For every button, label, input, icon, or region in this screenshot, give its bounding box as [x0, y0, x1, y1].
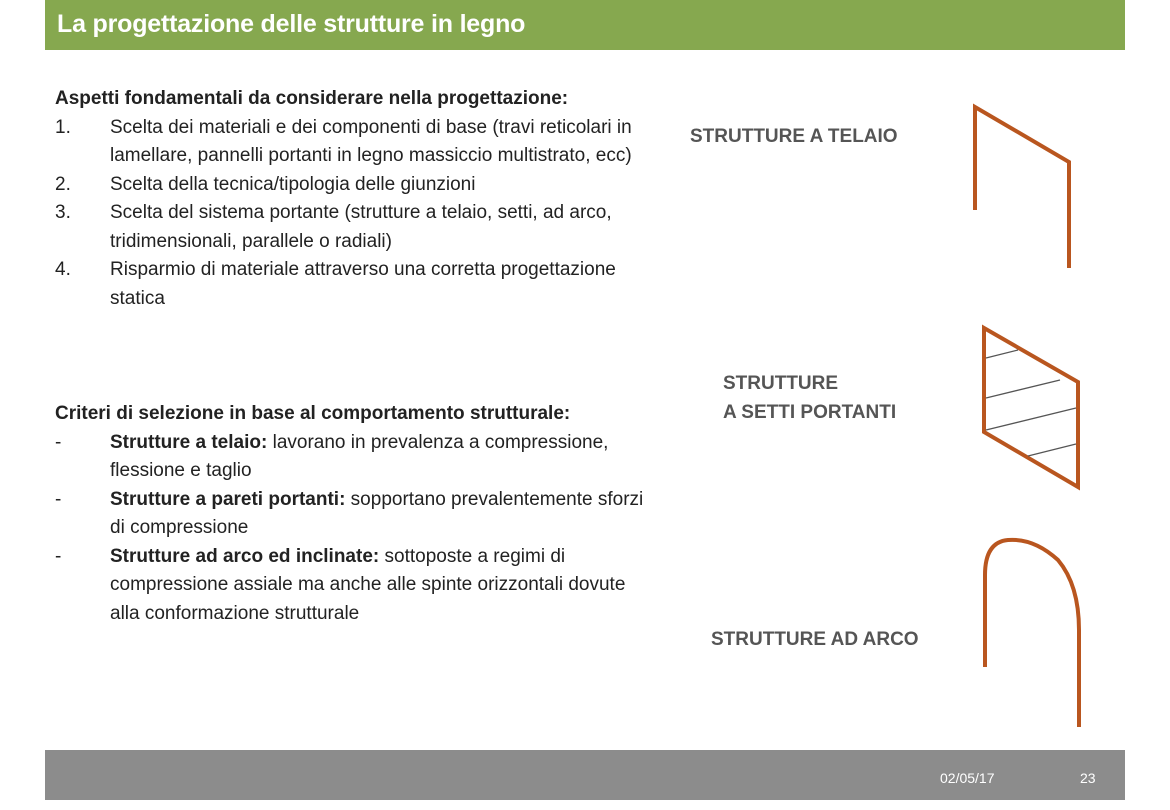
arco-arch-diagram	[983, 537, 1081, 727]
setti-hatch-line	[985, 407, 1077, 431]
list-item: - Strutture ad arco ed inclinate: sottop…	[55, 543, 655, 629]
list-marker: -	[55, 431, 62, 453]
page-number: 23	[1080, 770, 1096, 786]
setti-hatch-line	[985, 349, 1019, 359]
list-item: - Strutture a pareti portanti: sopportan…	[55, 486, 655, 543]
setti-hatch-line	[1027, 443, 1077, 457]
criteria-item-text: sopportano prevalentemente sforzi di com…	[110, 488, 644, 539]
title-bar: La progettazione delle strutture in legn…	[45, 0, 1125, 50]
list-item: 1. Scelta dei materiali e dei componenti…	[55, 114, 655, 171]
criteria-item-label: Strutture ad arco ed inclinate:	[110, 545, 380, 567]
criteria-item-text: lavorano in prevalenza a compressione, f…	[110, 431, 609, 482]
criteria-heading: Criteri di selezione in base al comporta…	[55, 403, 571, 424]
list-marker: 3.	[55, 202, 71, 223]
telaio-frame-diagram	[973, 103, 1071, 268]
aspects-section: Aspetti fondamentali da considerare nell…	[55, 85, 655, 313]
list-item-text: Risparmio di materiale attraverso una co…	[110, 259, 616, 309]
list-item: 2. Scelta della tecnica/tipologia delle …	[55, 171, 655, 200]
list-item: - Strutture a telaio: lavorano in preval…	[55, 429, 655, 486]
list-item: 4. Risparmio di materiale attraverso una…	[55, 256, 655, 313]
aspects-list: 1. Scelta dei materiali e dei componenti…	[55, 114, 655, 314]
criteria-item-label: Strutture a telaio:	[110, 431, 268, 453]
list-item-text: Scelta della tecnica/tipologia delle giu…	[110, 173, 476, 195]
setti-label-line1: STRUTTURE	[723, 373, 839, 394]
footer-bar: 02/05/17 23	[45, 750, 1125, 800]
footer-date: 02/05/17	[940, 770, 995, 786]
list-item: 3. Scelta del sistema portante (struttur…	[55, 199, 655, 256]
criteria-item-text: sottoposte a regimi di compressione assi…	[110, 545, 626, 624]
list-marker: -	[55, 545, 62, 567]
arco-label: STRUTTURE AD ARCO	[711, 629, 919, 650]
setti-label-line2: A SETTI PORTANTI	[723, 402, 897, 423]
telaio-label: STRUTTURE A TELAIO	[690, 126, 898, 147]
criteria-item-label: Strutture a pareti portanti:	[110, 488, 346, 510]
list-marker: 2.	[55, 173, 71, 195]
slide-title: La progettazione delle strutture in legn…	[57, 10, 526, 38]
list-item-text: Scelta dei materiali e dei componenti di…	[110, 116, 632, 167]
list-marker: 4.	[55, 259, 71, 280]
setti-wall-diagram	[982, 324, 1080, 491]
list-marker: 1.	[55, 116, 71, 138]
setti-hatch-line	[985, 379, 1061, 399]
list-marker: -	[55, 488, 62, 510]
aspects-heading: Aspetti fondamentali da considerare nell…	[55, 88, 569, 109]
list-item-text: Scelta del sistema portante (strutture a…	[110, 202, 612, 252]
criteria-list: - Strutture a telaio: lavorano in preval…	[55, 429, 655, 629]
criteria-section: Criteri di selezione in base al comporta…	[55, 400, 655, 628]
